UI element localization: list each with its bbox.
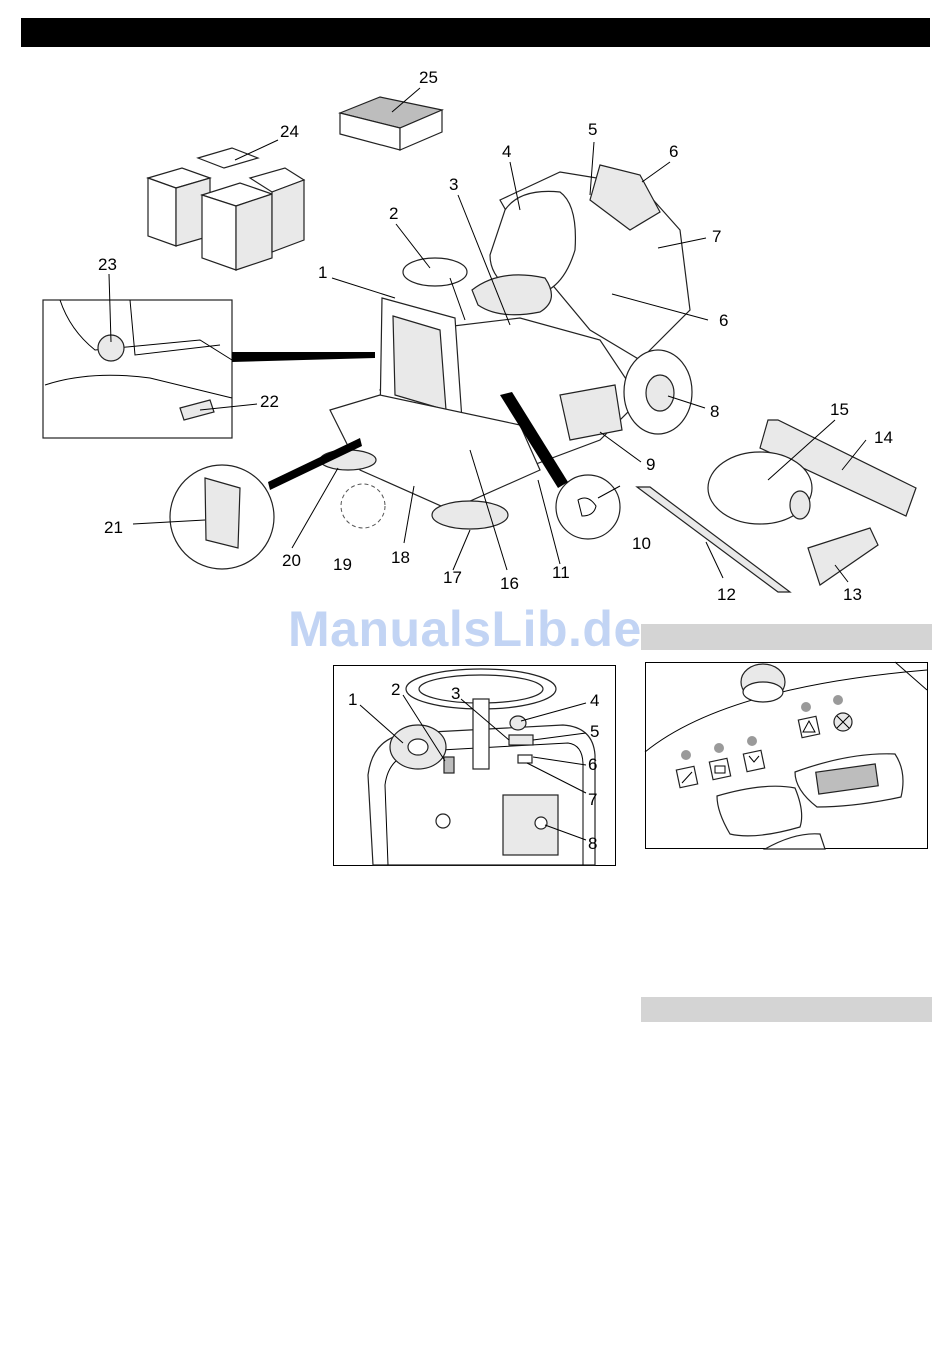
warning-icon	[798, 716, 819, 737]
overview-label-15: 15	[830, 400, 849, 419]
inset-seat-area-illustration	[43, 300, 375, 438]
brush-icon	[834, 713, 852, 731]
overview-label-7: 7	[712, 227, 721, 246]
overview-label-5: 5	[588, 120, 597, 139]
overview-label-20: 20	[282, 551, 301, 570]
overview-label-10: 10	[632, 534, 651, 553]
panel-label-8: 8	[588, 834, 597, 853]
overview-label-4: 4	[502, 142, 511, 161]
overview-label-6b: 6	[719, 311, 728, 330]
panel-label-3: 3	[451, 684, 460, 703]
service-icon	[676, 766, 697, 787]
overview-label-11: 11	[552, 563, 570, 582]
control-panel-figure: 1 2 3 4 5 6 7 8	[333, 665, 616, 866]
panel-label-1: 1	[348, 690, 357, 709]
sweeper-machine-illustration	[320, 165, 692, 539]
panel-label-7: 7	[588, 790, 597, 809]
inset-sensor-illustration	[170, 438, 362, 569]
section-bar-2	[641, 997, 932, 1022]
overview-label-17: 17	[443, 568, 462, 587]
overview-label-24: 24	[280, 122, 299, 141]
filter-clean-icon	[743, 750, 764, 771]
section-bar-1	[641, 624, 932, 650]
overview-label-2: 2	[389, 204, 398, 223]
overview-label-8: 8	[710, 402, 719, 421]
overview-label-22: 22	[260, 392, 279, 411]
overview-label-9: 9	[646, 455, 655, 474]
overview-label-6a: 6	[669, 142, 678, 161]
overview-label-14: 14	[874, 428, 893, 447]
panel-label-2: 2	[391, 680, 400, 699]
overview-label-1: 1	[318, 263, 327, 282]
panel-label-5: 5	[590, 722, 599, 741]
overview-label-12: 12	[717, 585, 736, 604]
batteries-illustration	[148, 140, 304, 270]
filter-illustration	[340, 88, 442, 150]
indicator-panel-figure	[645, 662, 928, 849]
overview-label-25: 25	[419, 68, 438, 87]
panel-label-6: 6	[588, 755, 597, 774]
overview-label-23: 23	[98, 255, 117, 274]
overview-label-21: 21	[104, 518, 123, 537]
overview-label-16: 16	[500, 574, 519, 593]
overview-label-19: 19	[333, 555, 352, 574]
watermark: ManualsLib.de	[288, 600, 642, 658]
battery-icon	[709, 758, 730, 779]
overview-label-18: 18	[391, 548, 410, 567]
overview-label-13: 13	[843, 585, 862, 604]
machine-overview-figure: 1 2 3 4 5 6 6 7 8 9 10 11 12 13 14 15 16…	[0, 0, 950, 610]
overview-label-3: 3	[449, 175, 458, 194]
panel-label-4: 4	[590, 691, 599, 710]
